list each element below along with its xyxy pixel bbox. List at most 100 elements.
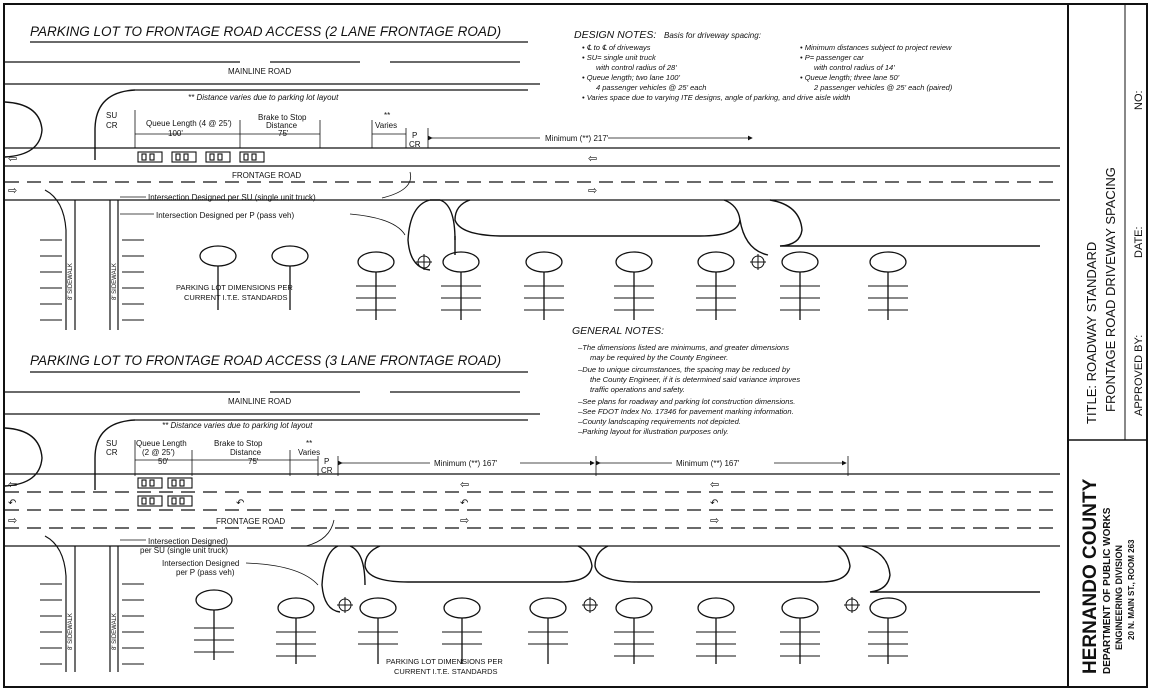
design-note-l2: with control radius of 28': [596, 63, 677, 72]
title-block: TITLE: ROADWAY STANDARD FRONTAGE ROAD DR…: [1068, 4, 1147, 674]
bottom-frontage-road: [5, 473, 1060, 547]
top-section: PARKING LOT TO FRONTAGE ROAD ACCESS (2 L…: [4, 24, 1060, 330]
bottom-minimum-1: Minimum (**) 167': [434, 459, 498, 468]
address: 20 N. MAIN ST., ROOM 263: [1127, 539, 1136, 640]
general-notes-heading: GENERAL NOTES:: [572, 325, 664, 337]
bottom-sidewalk-left: 8' SIDEWALK: [68, 613, 74, 650]
bottom-queue-value: 50': [158, 457, 169, 466]
title-line-2: FRONTAGE ROAD DRIVEWAY SPACING: [1103, 167, 1118, 412]
bottom-parking-note-2: CURRENT I.T.E. STANDARDS: [394, 667, 497, 676]
bottom-distance-note: ** Distance varies due to parking lot la…: [162, 421, 313, 430]
top-brake-label-2: Distance: [266, 121, 298, 130]
bottom-queue-label-1: Queue Length: [136, 439, 187, 448]
bottom-section: PARKING LOT TO FRONTAGE ROAD ACCESS (3 L…: [4, 353, 1060, 676]
title-line-1: TITLE: ROADWAY STANDARD: [1084, 242, 1099, 424]
design-note-r4: 2 passenger vehicles @ 25' each (paired): [813, 83, 953, 92]
top-queued-vehicles: [137, 151, 265, 163]
bottom-turn-icon: ↶: [8, 498, 16, 509]
top-mainline-label: MAINLINE ROAD: [228, 67, 291, 76]
top-frontage-road: [5, 147, 1060, 201]
top-queue-label: Queue Length (4 @ 25'): [146, 119, 232, 128]
top-sidewalk-left: 8' SIDEWALK: [68, 263, 74, 300]
bottom-parking-note-1: PARKING LOT DIMENSIONS PER: [386, 657, 503, 666]
general-note-5: –See plans for roadway and parking lot c…: [577, 397, 795, 406]
bottom-minimum-2: Minimum (**) 167': [676, 459, 740, 468]
design-note-l1: • SU= single unit truck: [582, 53, 657, 62]
general-notes: GENERAL NOTES: –The dimensions listed ar…: [572, 325, 800, 436]
bottom-arrow-right-icon: ⇨: [8, 515, 17, 527]
bottom-p-intersection-1: Intersection Designed: [162, 559, 239, 568]
design-notes-heading: DESIGN NOTES:: [574, 29, 656, 41]
top-arrow-left-icon-2: ⇦: [588, 153, 597, 165]
top-frontage-label: FRONTAGE ROAD: [232, 171, 301, 180]
bottom-arrow-left-icon: ⇦: [8, 479, 17, 491]
bottom-p-intersection-2: per P (pass veh): [176, 568, 235, 577]
top-cr-label: CR: [106, 121, 118, 130]
sheet-border: [3, 3, 1148, 688]
design-notes: DESIGN NOTES: Basis for driveway spacing…: [574, 29, 953, 102]
general-note-7: –County landscaping requirements not dep…: [577, 417, 741, 426]
division-name: ENGINEERING DIVISION: [1114, 545, 1124, 650]
design-note-r0: • Minimum distances subject to project r…: [800, 43, 952, 52]
bottom-frontage-label: FRONTAGE ROAD: [216, 517, 285, 526]
top-p-intersection: Intersection Designed per P (pass veh): [156, 211, 294, 220]
general-note-6: –See FDOT Index No. 17346 for pavement m…: [577, 407, 794, 416]
bottom-brake-value: 75': [248, 457, 259, 466]
bottom-cr-label: CR: [106, 448, 118, 457]
design-note-r2: with control radius of 14': [814, 63, 895, 72]
design-note-l5: • Varies space due to varying ITE design…: [582, 93, 850, 102]
date-label: DATE:: [1133, 226, 1145, 258]
top-section-title: PARKING LOT TO FRONTAGE ROAD ACCESS (2 L…: [30, 24, 501, 39]
bottom-su-intersection-1: Intersection Designed): [148, 537, 228, 546]
general-note-4: traffic operations and safety.: [590, 385, 685, 394]
top-brake-label-1: Brake to Stop: [258, 113, 307, 122]
top-brake-value: 75': [278, 129, 289, 138]
bottom-varies-label: Varies: [298, 448, 320, 457]
top-su-label: SU: [106, 111, 117, 120]
bottom-sidewalk-right: 8' SIDEWALK: [112, 613, 118, 650]
top-distance-note: ** Distance varies due to parking lot la…: [188, 93, 339, 102]
design-note-l4: 4 passenger vehicles @ 25' each: [596, 83, 706, 92]
bottom-brake-label-2: Distance: [230, 448, 262, 457]
bottom-brake-label-1: Brake to Stop: [214, 439, 263, 448]
top-p-label: P: [412, 131, 417, 140]
top-su-intersection: Intersection Designed per SU (single uni…: [148, 193, 316, 202]
bottom-arrow-left-icon-2: ⇦: [460, 479, 469, 491]
bottom-su-label: SU: [106, 439, 117, 448]
design-note-l0: • ℄ to ℄ of driveways: [582, 43, 651, 52]
design-note-r3: • Queue length; three lane 50': [800, 73, 900, 82]
bottom-driveways: [321, 545, 1040, 613]
design-note-l3: • Queue length; two lane 100': [582, 73, 680, 82]
general-note-3: the County Engineer, if it is determined…: [590, 375, 800, 384]
no-label: NO:: [1133, 90, 1145, 110]
bottom-p-label: P: [324, 457, 329, 466]
design-notes-subheading: Basis for driveway spacing:: [664, 31, 761, 40]
top-p-cr-label: CR: [409, 140, 421, 149]
bottom-section-title: PARKING LOT TO FRONTAGE ROAD ACCESS (3 L…: [30, 353, 501, 368]
bottom-parking-islands: [195, 589, 907, 664]
top-minimum-label: Minimum (**) 217': [545, 134, 609, 143]
county-name: HERNANDO COUNTY: [1080, 478, 1101, 674]
top-parking-note-1: PARKING LOT DIMENSIONS PER: [176, 283, 293, 292]
general-note-2: –Due to unique circumstances, the spacin…: [577, 365, 791, 374]
bottom-queued-vehicles: [137, 477, 193, 507]
general-note-8: –Parking layout for illustration purpose…: [577, 427, 729, 436]
bottom-mainline-label: MAINLINE ROAD: [228, 397, 291, 406]
top-parking-islands: [199, 245, 907, 320]
top-arrow-right-icon-2: ⇨: [588, 185, 597, 197]
top-arrow-left-icon: ⇦: [8, 153, 17, 165]
bottom-arrow-right-icon-3: ⇨: [710, 515, 719, 527]
bottom-turn-icon-3: ↶: [710, 498, 718, 509]
bottom-turn-icon-4: ↶: [236, 498, 244, 509]
top-varies-star: **: [384, 111, 390, 120]
top-driveways: [407, 199, 1040, 271]
bottom-turn-icon-2: ↶: [460, 498, 468, 509]
approved-by: APPROVED BY:: [1133, 335, 1145, 416]
top-varies-label: Varies: [375, 121, 397, 130]
top-arrow-right-icon: ⇨: [8, 185, 17, 197]
top-sidewalk-right: 8' SIDEWALK: [112, 263, 118, 300]
bottom-su-intersection-2: per SU (single unit truck): [140, 546, 228, 555]
top-parking-note-2: CURRENT I.T.E. STANDARDS: [184, 293, 287, 302]
bottom-p-cr-label: CR: [321, 466, 333, 475]
